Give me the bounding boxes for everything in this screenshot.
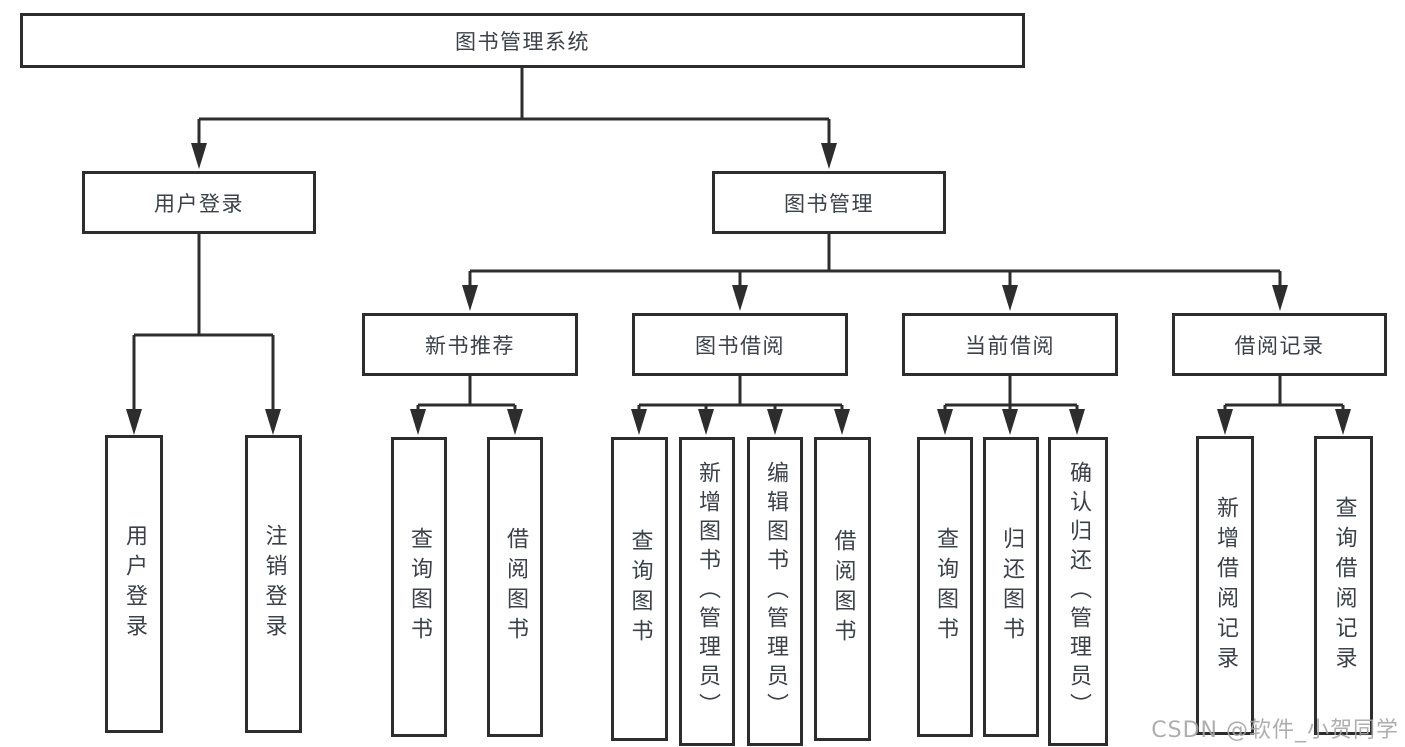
leaf-label: 查询图书 xyxy=(933,527,958,647)
leaf-query-books-current: 查询图书 xyxy=(917,437,973,737)
node-book-borrow: 图书借阅 xyxy=(632,313,848,376)
node-library-system: 图书管理系统 xyxy=(20,13,1025,68)
leaf-label: 编辑图书（管理员） xyxy=(763,461,788,722)
watermark: CSDN @软件_小贺同学 xyxy=(1151,718,1399,743)
node-label: 用户登录 xyxy=(154,191,244,216)
leaf-label: 注销登录 xyxy=(261,524,287,644)
leaf-add-books-admin: 新增图书（管理员） xyxy=(679,437,735,746)
node-label: 借阅记录 xyxy=(1234,333,1325,358)
leaf-label: 查询图书 xyxy=(407,527,432,647)
leaf-borrow-books-recommend: 借阅图书 xyxy=(487,437,543,737)
leaf-label: 确认归还（管理员） xyxy=(1066,461,1091,722)
node-label: 当前借阅 xyxy=(965,333,1055,358)
leaf-label: 新增图书（管理员） xyxy=(695,461,720,722)
node-current-borrow: 当前借阅 xyxy=(902,313,1118,376)
leaf-user-login: 用户登录 xyxy=(105,435,163,733)
node-user-login: 用户登录 xyxy=(82,171,316,234)
node-label: 图书借阅 xyxy=(695,333,785,358)
leaf-edit-books-admin: 编辑图书（管理员） xyxy=(747,437,803,746)
leaf-label: 借阅图书 xyxy=(503,527,528,647)
leaf-label: 查询图书 xyxy=(627,529,653,649)
node-label: 新书推荐 xyxy=(425,333,515,358)
node-book-management: 图书管理 xyxy=(712,171,946,234)
node-new-book-recommend: 新书推荐 xyxy=(362,313,578,376)
leaf-label: 归还图书 xyxy=(999,527,1024,647)
leaf-label: 新增借阅记录 xyxy=(1213,495,1238,676)
leaf-logout: 注销登录 xyxy=(245,435,302,733)
leaf-label: 借阅图书 xyxy=(830,529,856,649)
leaf-borrow-books: 借阅图书 xyxy=(814,437,871,741)
leaf-label: 查询借阅记录 xyxy=(1331,495,1357,676)
leaf-query-books-recommend: 查询图书 xyxy=(391,437,447,737)
node-borrow-records: 借阅记录 xyxy=(1172,313,1387,376)
leaf-label: 用户登录 xyxy=(122,524,147,644)
leaf-query-borrow-record: 查询借阅记录 xyxy=(1314,436,1373,735)
node-label: 图书管理 xyxy=(784,191,874,216)
node-label: 图书管理系统 xyxy=(455,29,590,54)
leaf-confirm-return-admin: 确认归还（管理员） xyxy=(1048,437,1108,746)
leaf-add-borrow-record: 新增借阅记录 xyxy=(1196,436,1254,735)
leaf-query-books-borrow: 查询图书 xyxy=(611,437,668,741)
leaf-return-books: 归还图书 xyxy=(983,437,1039,737)
